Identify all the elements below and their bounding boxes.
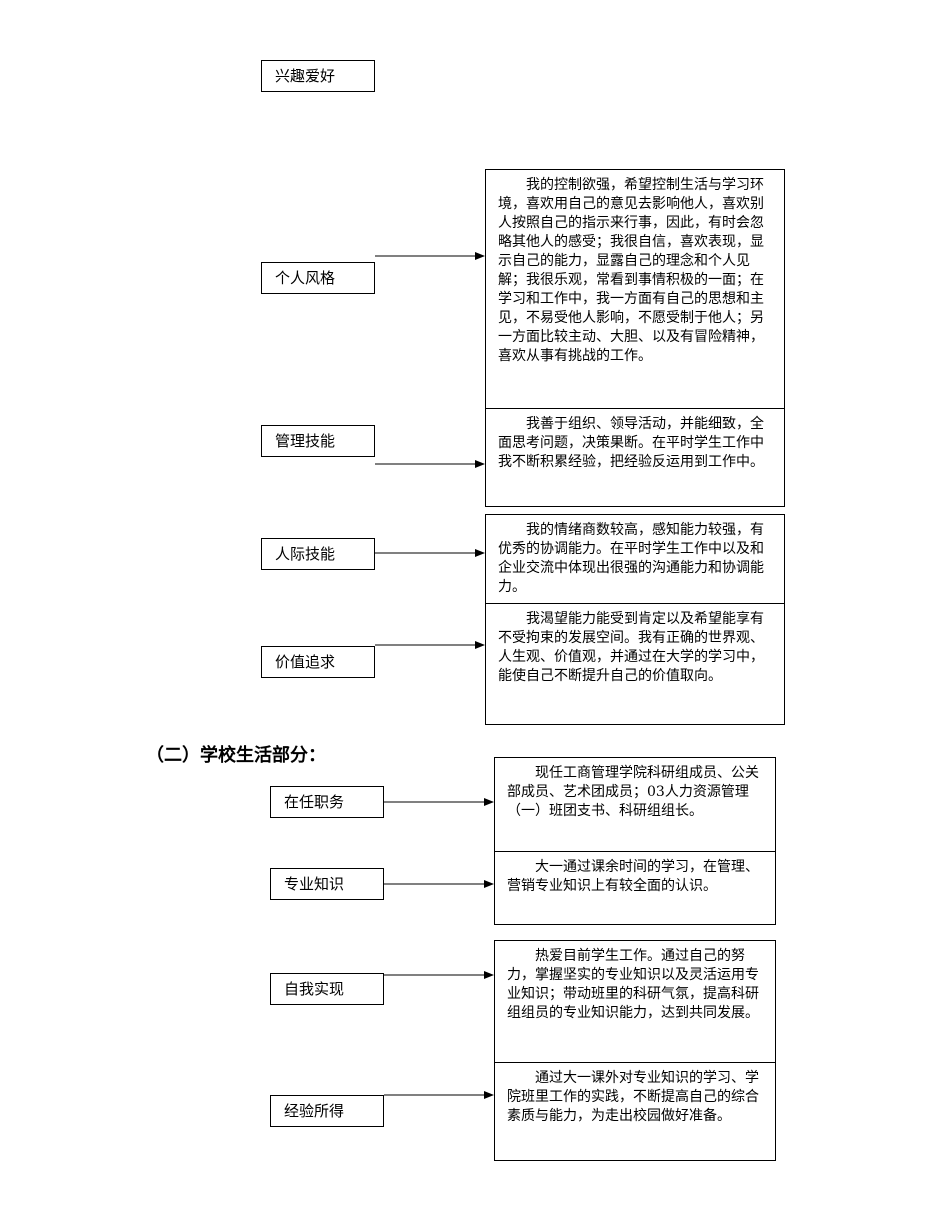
experience-gained-text: 通过大一课外对专业知识的学习、学院班里工作的实践，不断提高自己的综合素质与能力，… xyxy=(507,1070,759,1124)
value-pursuit-box: 我渴望能力能受到肯定以及希望能享有不受拘束的发展空间。我有正确的世界观、人生观、… xyxy=(485,603,785,725)
interpersonal-skill-label: 人际技能 xyxy=(261,538,375,570)
management-skill-box: 我善于组织、领导活动，并能细致，全面思考问题，决策果断。在平时学生工作中我不断积… xyxy=(485,408,785,507)
section-heading-school-life: （二）学校生活部分： xyxy=(146,745,326,766)
professional-knowledge-label: 专业知识 xyxy=(270,868,384,900)
experience-gained-box: 通过大一课外对专业知识的学习、学院班里工作的实践，不断提高自己的综合素质与能力，… xyxy=(494,1062,776,1161)
personal-style-text: 我的控制欲强，希望控制生活与学习环境，喜欢用自己的意见去影响他人，喜欢别人按照自… xyxy=(498,177,764,364)
self-realization-label: 自我实现 xyxy=(270,973,384,1005)
management-skill-label: 管理技能 xyxy=(261,425,375,457)
self-realization-text: 热爱目前学生工作。通过自己的努力，掌握坚实的专业知识以及灵活运用专业知识；带动班… xyxy=(507,948,759,1021)
current-position-label: 在任职务 xyxy=(270,786,384,818)
value-pursuit-label: 价值追求 xyxy=(261,646,375,678)
management-skill-text: 我善于组织、领导活动，并能细致，全面思考问题，决策果断。在平时学生工作中我不断积… xyxy=(498,416,764,470)
professional-knowledge-text: 大一通过课余时间的学习，在管理、营销专业知识上有较全面的认识。 xyxy=(507,859,759,894)
current-position-box: 现任工商管理学院科研组成员、公关部成员、艺术团成员；03人力资源管理（一）班团支… xyxy=(494,757,776,852)
hobby-label: 兴趣爱好 xyxy=(261,60,375,92)
experience-gained-label: 经验所得 xyxy=(270,1095,384,1127)
professional-knowledge-box: 大一通过课余时间的学习，在管理、营销专业知识上有较全面的认识。 xyxy=(494,851,776,925)
personal-style-box: 我的控制欲强，希望控制生活与学习环境，喜欢用自己的意见去影响他人，喜欢别人按照自… xyxy=(485,169,785,409)
interpersonal-skill-box: 我的情绪商数较高，感知能力较强，有优秀的协调能力。在平时学生工作中以及和企业交流… xyxy=(485,514,785,604)
interpersonal-skill-text: 我的情绪商数较高，感知能力较强，有优秀的协调能力。在平时学生工作中以及和企业交流… xyxy=(498,522,764,595)
value-pursuit-text: 我渴望能力能受到肯定以及希望能享有不受拘束的发展空间。我有正确的世界观、人生观、… xyxy=(498,611,764,684)
current-position-text: 现任工商管理学院科研组成员、公关部成员、艺术团成员；03人力资源管理（一）班团支… xyxy=(507,765,759,819)
self-realization-box: 热爱目前学生工作。通过自己的努力，掌握坚实的专业知识以及灵活运用专业知识；带动班… xyxy=(494,940,776,1063)
personal-style-label: 个人风格 xyxy=(261,262,375,294)
